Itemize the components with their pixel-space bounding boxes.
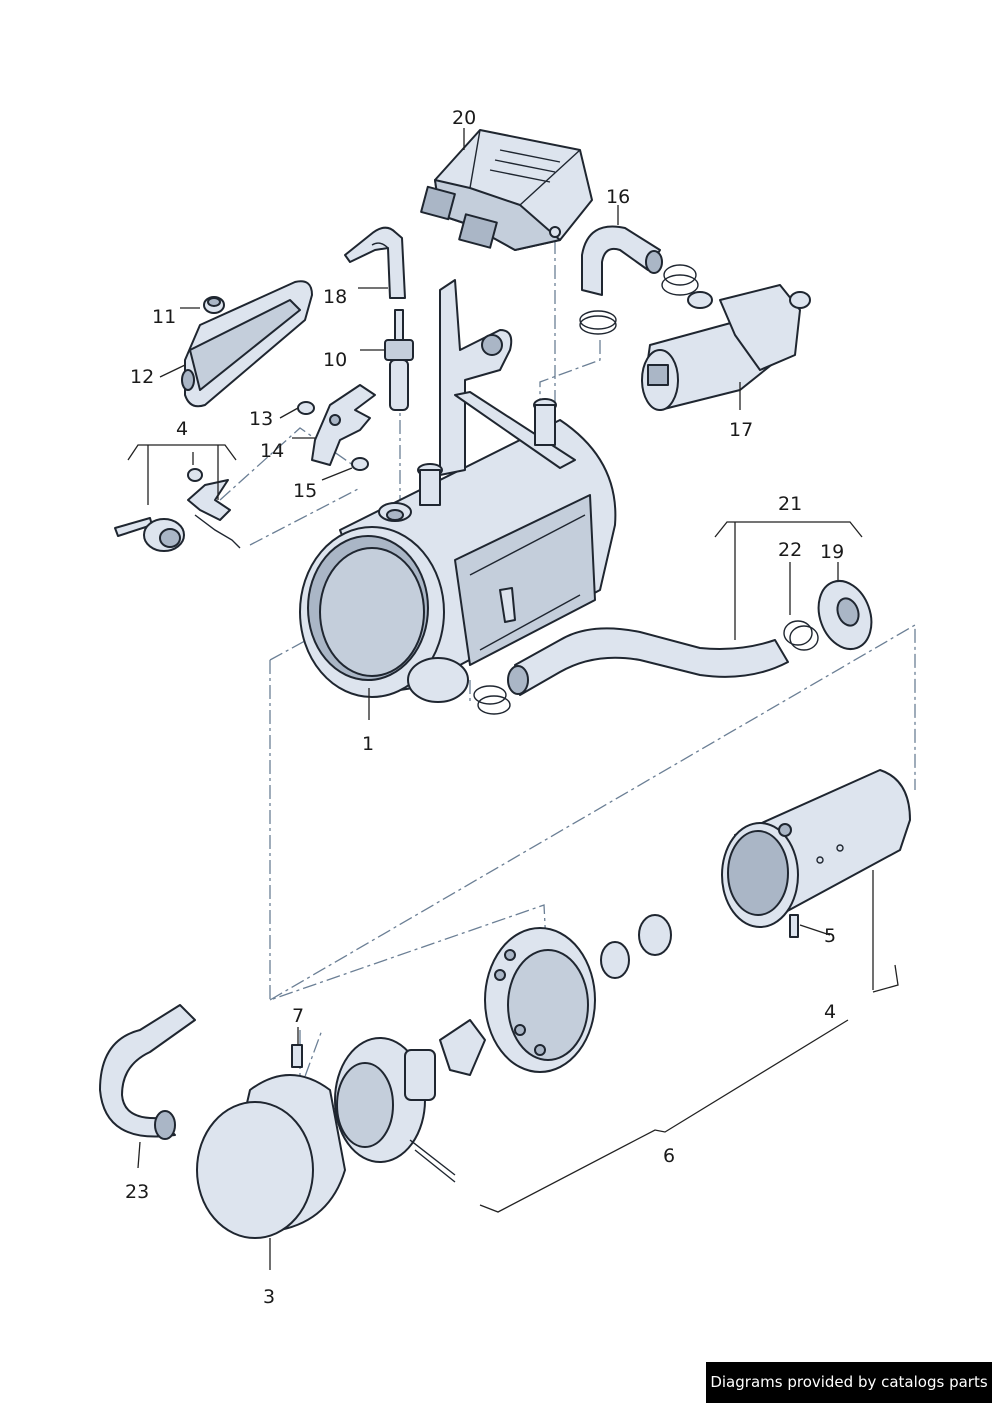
label-part-5: 5: [824, 925, 836, 947]
leader-lines: [127, 128, 899, 1270]
part-21-exhaust-hose: [507, 627, 789, 696]
part-19-flange: [817, 580, 873, 650]
label-part-3: 3: [263, 1286, 275, 1308]
part-4-combustion-tube: [721, 769, 911, 928]
label-part-18: 18: [323, 286, 347, 308]
label-part-6: 6: [663, 1145, 675, 1167]
label-part-7: 7: [292, 1005, 304, 1027]
label-part-4-lower: 4: [824, 1001, 836, 1023]
label-part-20: 20: [452, 107, 476, 129]
label-part-4-upper: 4: [176, 418, 188, 440]
label-part-21: 21: [778, 493, 802, 515]
part-5-screw: [789, 914, 799, 938]
credit-banner: Diagrams provided by catalogs parts: [706, 1362, 992, 1403]
part-4-bolt-assembly: [114, 468, 241, 552]
part-10-temperature-sensor: [384, 309, 414, 411]
part-23-intake-hose: [99, 1004, 196, 1140]
part-15-nut: [351, 457, 369, 471]
label-part-22: 22: [778, 539, 802, 561]
part-labels: 1 3 4 4 5 6 7 10 11 12 13 14 15 16 17 18…: [125, 107, 844, 1308]
label-part-11: 11: [152, 306, 176, 328]
part-11-grommet: [203, 296, 225, 314]
part-6-burner-assembly: [439, 914, 672, 1076]
part-13-nut: [297, 401, 315, 415]
part-17-circulation-pump: [641, 284, 811, 411]
part-22-clamp: [473, 620, 819, 715]
part-14-bracket: [311, 384, 376, 466]
label-part-12: 12: [130, 366, 154, 388]
part-7-screw: [291, 1044, 303, 1068]
label-part-14: 14: [260, 440, 284, 462]
part-3-blower: [196, 1037, 456, 1239]
part-16-hose: [579, 225, 699, 335]
label-part-19: 19: [820, 541, 844, 563]
label-part-17: 17: [729, 419, 753, 441]
label-part-1: 1: [362, 733, 374, 755]
label-part-23: 23: [125, 1181, 149, 1203]
label-part-10: 10: [323, 349, 347, 371]
label-part-15: 15: [293, 480, 317, 502]
part-18-tube: [344, 226, 406, 299]
label-part-13: 13: [249, 408, 273, 430]
part-12-cover: [181, 280, 313, 408]
part-20-control-unit: [420, 129, 593, 251]
label-part-16: 16: [606, 186, 630, 208]
part-1-heater-body: [299, 279, 617, 703]
